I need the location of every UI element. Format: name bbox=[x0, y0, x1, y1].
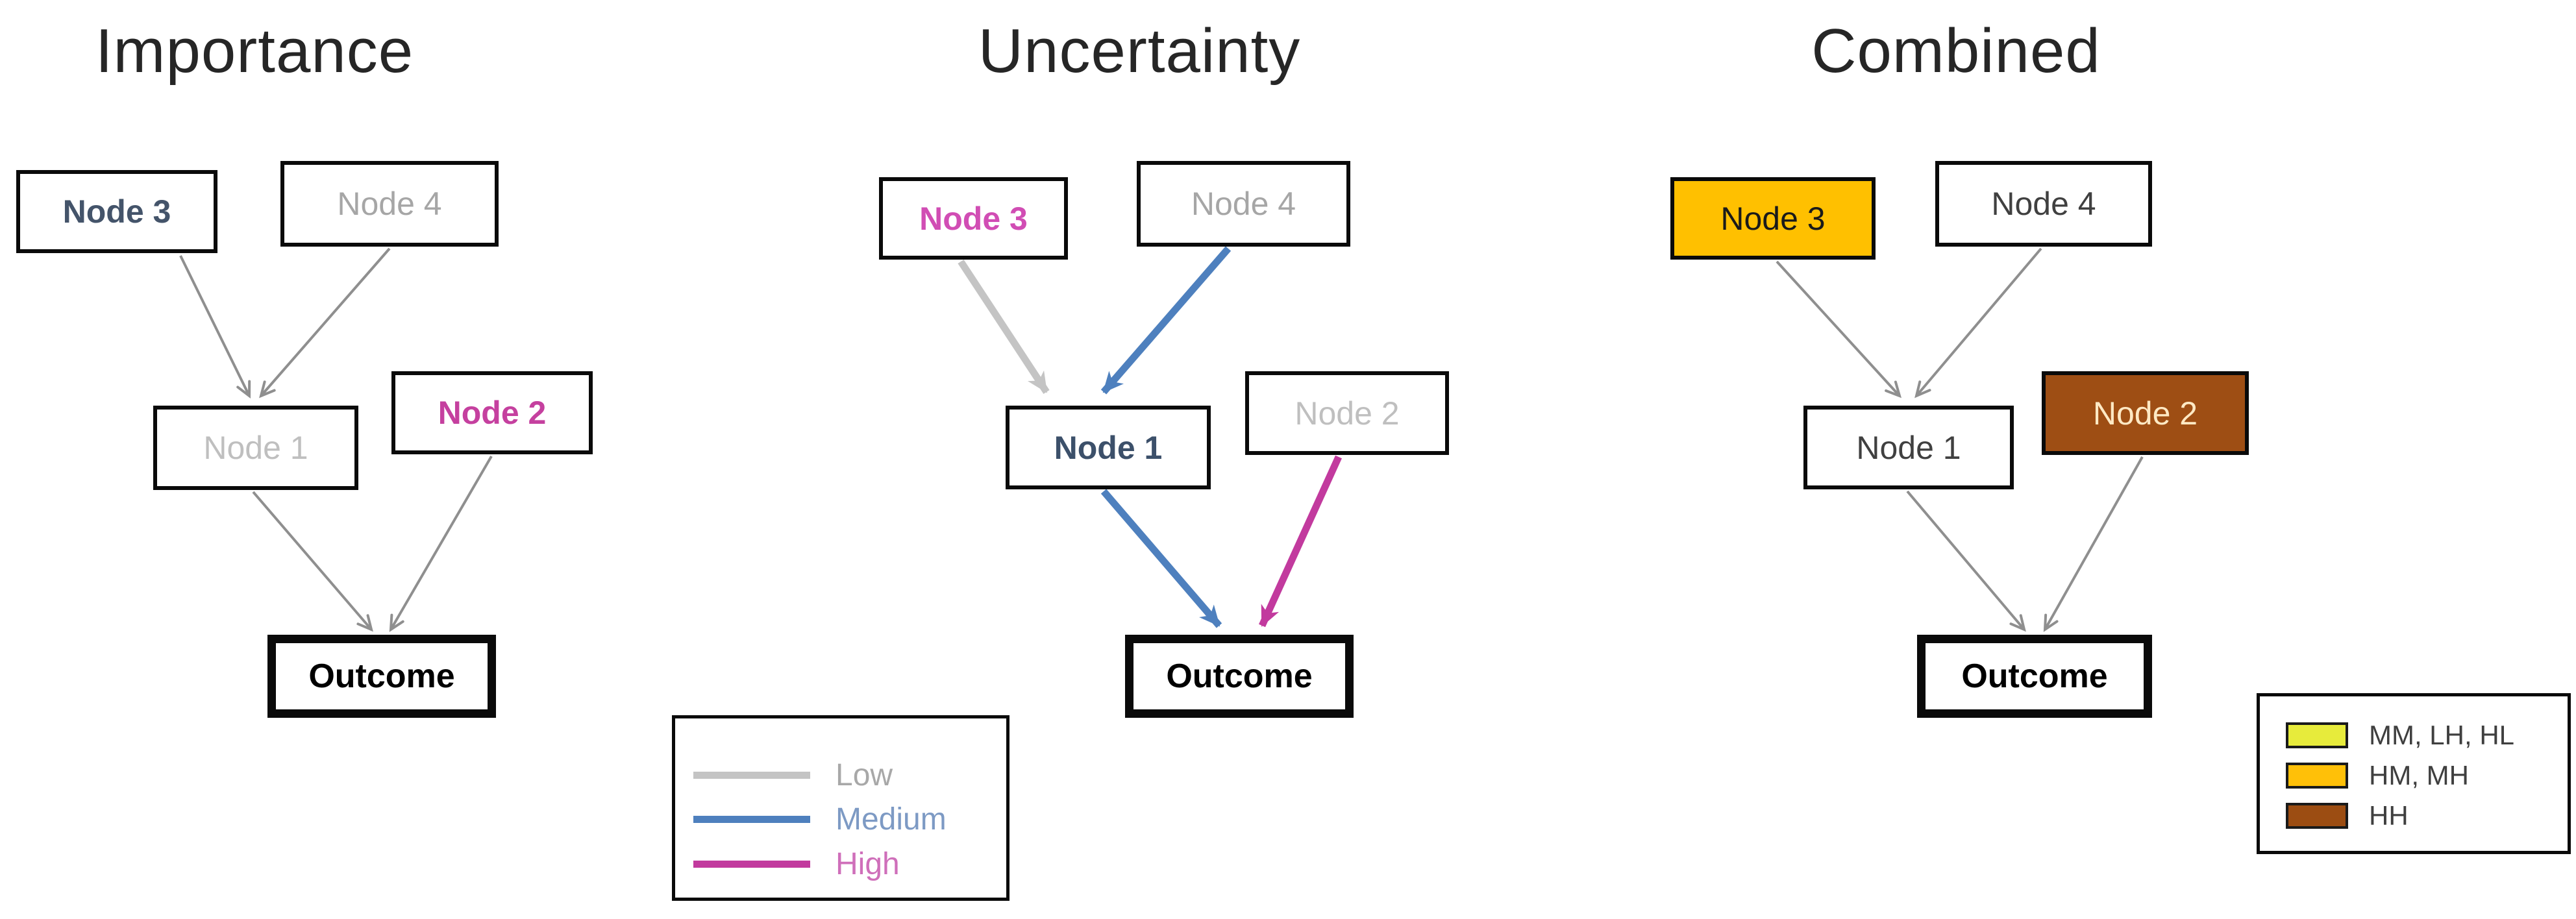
edge-p3-node3-node1 bbox=[1776, 260, 1902, 398]
edge-p3-node4-node1 bbox=[1914, 247, 2042, 398]
legend-line-high bbox=[693, 861, 810, 868]
panel-title-uncertainty: Uncertainty bbox=[978, 16, 1301, 86]
legend-label-mm-lh-hl: MM, LH, HL bbox=[2369, 720, 2515, 750]
combined-node-2: Node 2 bbox=[2042, 371, 2249, 455]
combined-node-1: Node 1 bbox=[1803, 406, 2014, 489]
legend-label-medium: Medium bbox=[836, 802, 947, 837]
combined-outcome-node: Outcome bbox=[1917, 635, 2152, 718]
uncertainty-node-2: Node 2 bbox=[1245, 371, 1449, 455]
importance-node-4: Node 4 bbox=[280, 161, 499, 247]
uncertainty-legend: Low Medium High bbox=[672, 715, 1009, 901]
edge-p2-node2-outcome-high bbox=[1258, 455, 1343, 628]
legend-swatch-hh bbox=[2286, 803, 2348, 829]
uncertainty-node-3: Node 3 bbox=[879, 177, 1068, 260]
importance-node-2: Node 2 bbox=[391, 371, 593, 454]
edge-p1-node3-node1 bbox=[179, 255, 251, 399]
combined-node-3: Node 3 bbox=[1670, 177, 1876, 260]
legend-swatch-hm-mh bbox=[2286, 763, 2348, 789]
edge-p1-node2-outcome bbox=[389, 455, 493, 632]
legend-label-high: High bbox=[836, 847, 900, 881]
panel-title-importance: Importance bbox=[95, 16, 414, 86]
uncertainty-node-1: Node 1 bbox=[1006, 406, 1211, 489]
edge-p2-node1-outcome-medium bbox=[1100, 489, 1222, 628]
edge-p1-node1-outcome bbox=[252, 491, 373, 632]
edge-p3-node2-outcome bbox=[2043, 456, 2144, 632]
edge-p3-node1-outcome bbox=[1906, 490, 2026, 632]
legend-swatch-mm-lh-hl bbox=[2286, 722, 2348, 748]
edge-p1-node4-node1 bbox=[259, 247, 391, 398]
importance-node-3: Node 3 bbox=[16, 170, 217, 253]
importance-outcome-node: Outcome bbox=[267, 635, 496, 718]
legend-label-hh: HH bbox=[2369, 800, 2409, 831]
importance-node-1: Node 1 bbox=[153, 406, 358, 490]
legend-label-hm-mh: HM, MH bbox=[2369, 760, 2469, 790]
combined-node-4: Node 4 bbox=[1935, 161, 2152, 247]
legend-label-low: Low bbox=[836, 758, 893, 792]
edge-p2-node3-node1-low bbox=[958, 259, 1050, 395]
uncertainty-node-4: Node 4 bbox=[1137, 161, 1350, 247]
legend-line-low bbox=[693, 772, 810, 779]
combined-legend: MM, LH, HL HM, MH HH bbox=[2257, 693, 2571, 854]
uncertainty-outcome-node: Outcome bbox=[1125, 635, 1354, 718]
edge-p2-node4-node1-medium bbox=[1100, 246, 1232, 395]
panel-title-combined: Combined bbox=[1811, 16, 2101, 86]
legend-line-medium bbox=[693, 816, 810, 823]
